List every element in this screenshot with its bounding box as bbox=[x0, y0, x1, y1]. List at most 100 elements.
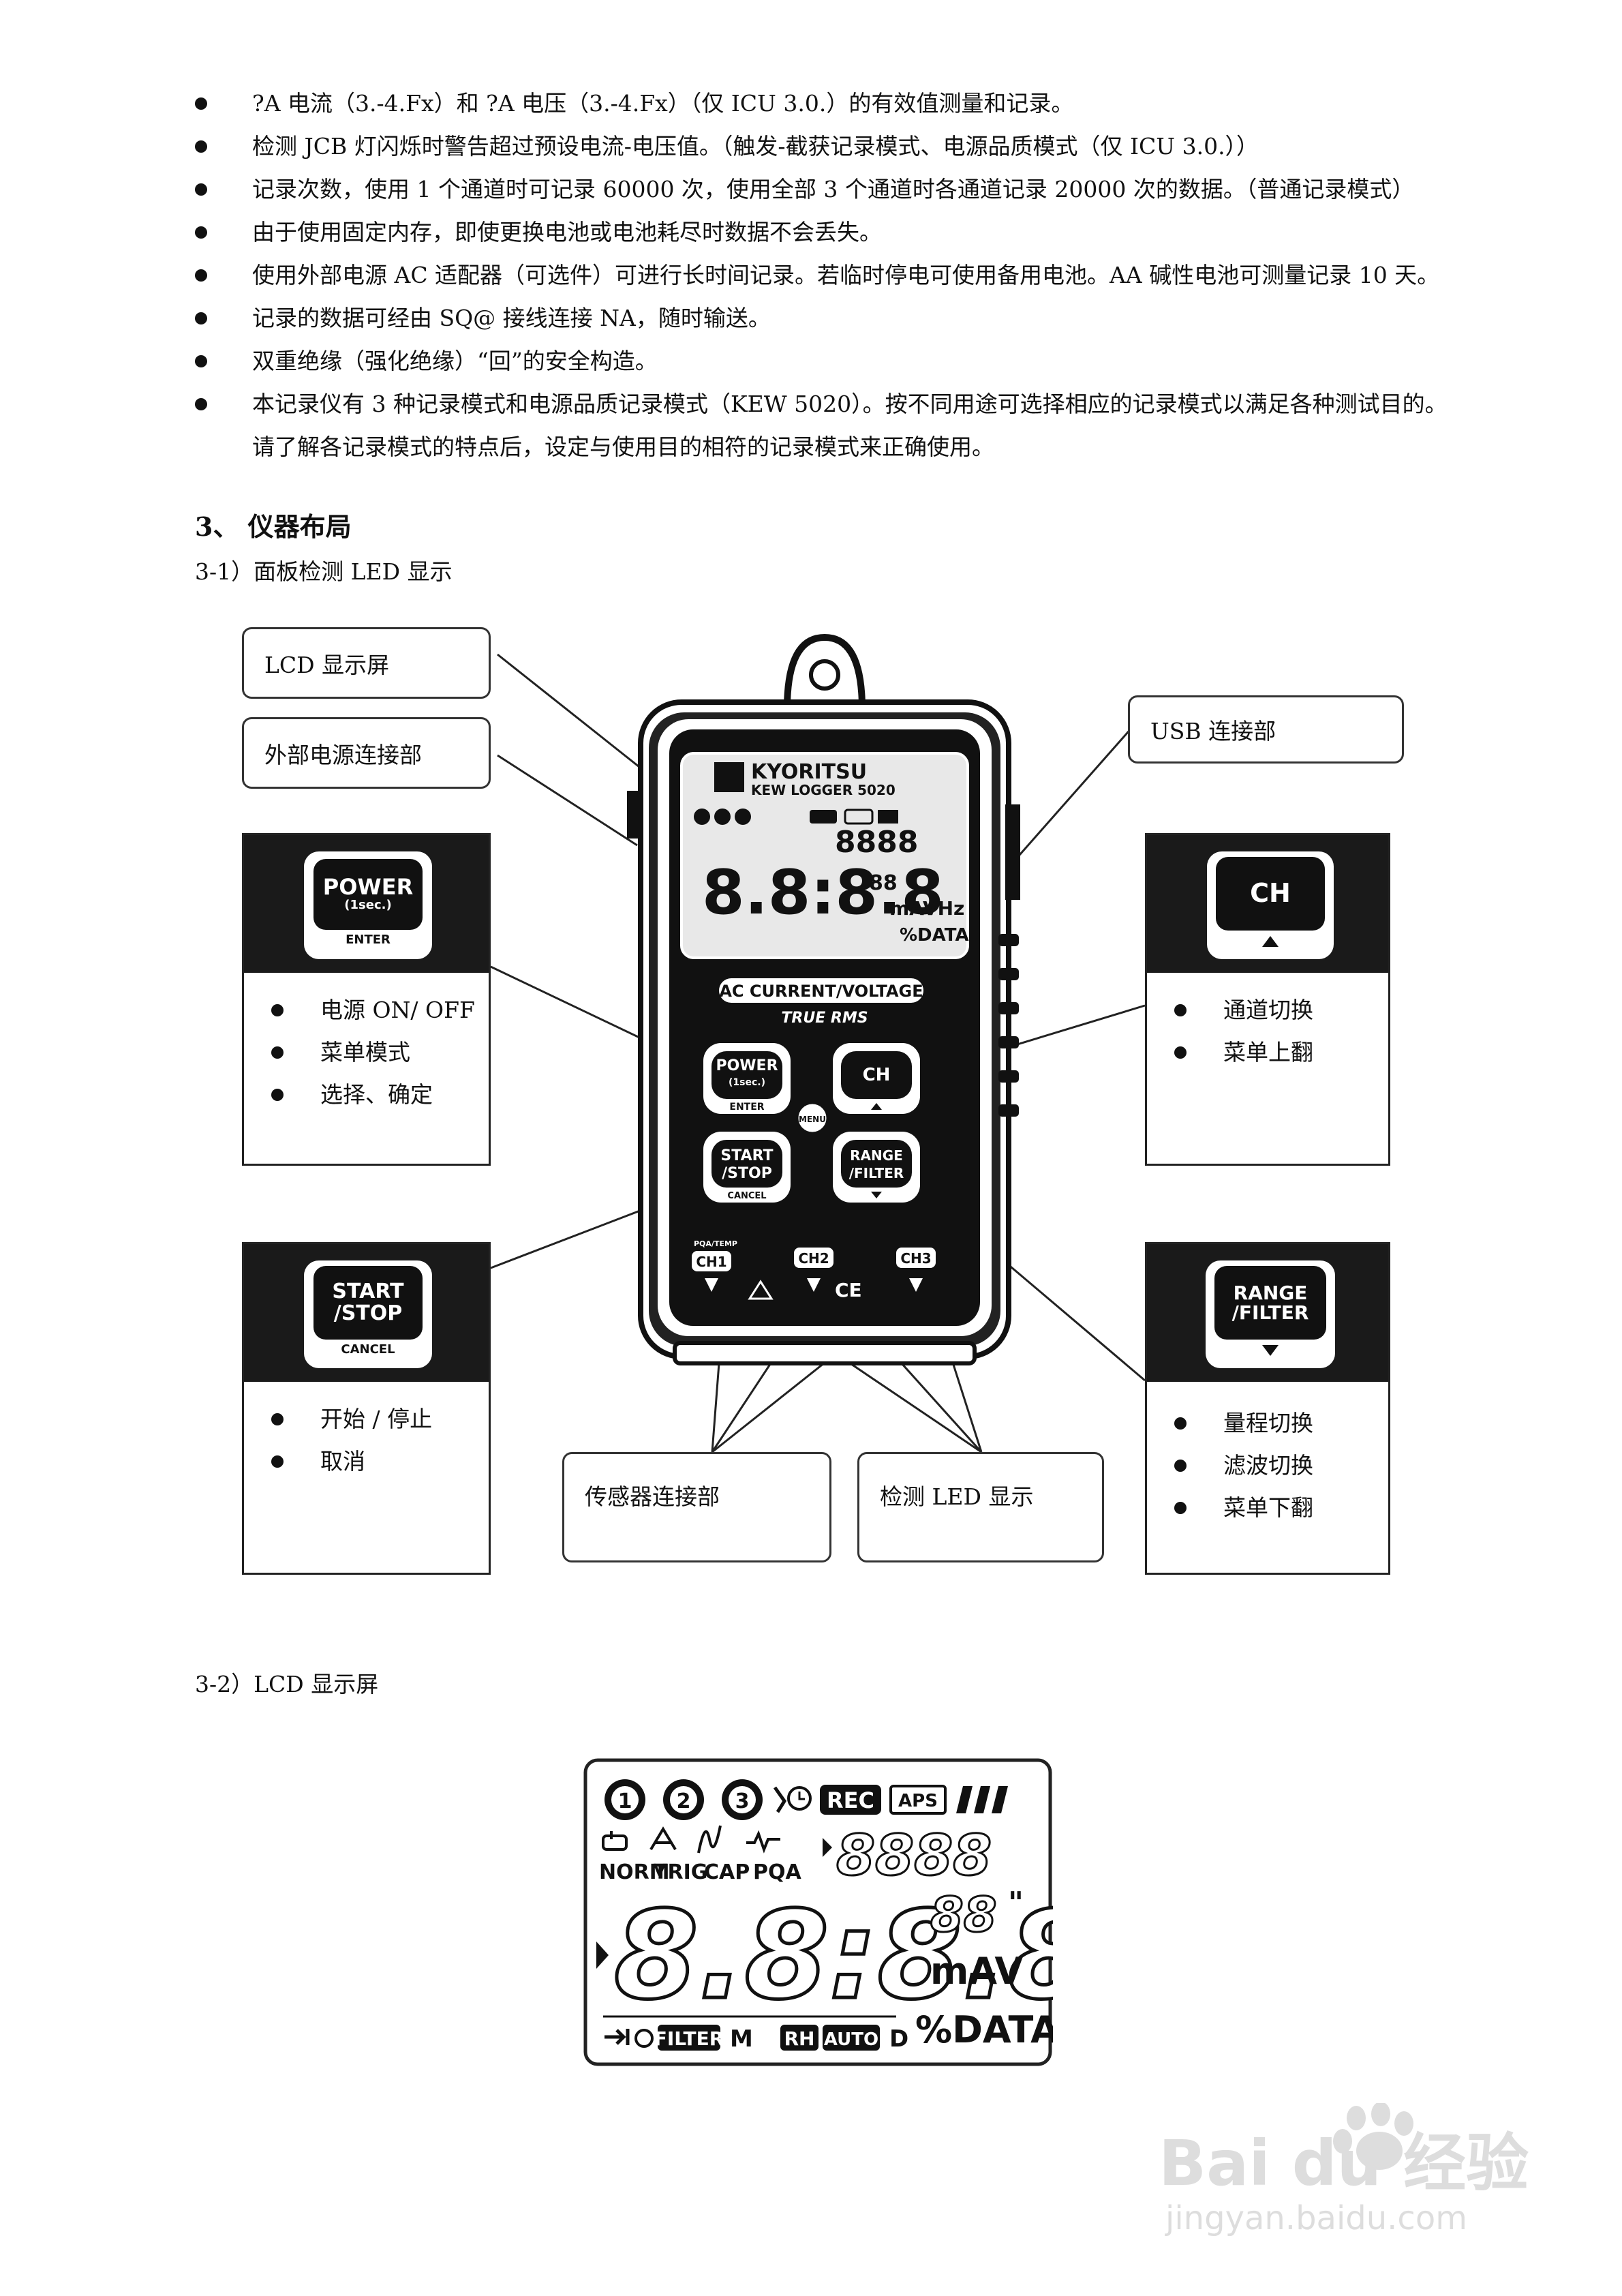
svg-text:AUTO: AUTO bbox=[824, 2029, 878, 2050]
start-functions: 开始 / 停止 取消 bbox=[244, 1382, 489, 1483]
list-item: 菜单上翻 bbox=[1147, 1031, 1388, 1074]
bullet-dot bbox=[195, 140, 207, 153]
bullet-dot bbox=[195, 226, 207, 239]
list-item: 电源 ON/ OFF bbox=[244, 989, 489, 1031]
list-item: 开始 / 停止 bbox=[244, 1398, 489, 1440]
bullet-dot bbox=[195, 312, 207, 324]
panel-power: POWER (1sec.) ENTER 电源 ON/ OFF 菜单模式 选择、确… bbox=[242, 833, 491, 1166]
subsection-heading-lcd: 3-2）LCD 显示屏 bbox=[195, 1671, 379, 1697]
device-body: KYORITSU KEW LOGGER 5020 8888 8.8:8.8 88… bbox=[627, 633, 1020, 1365]
bullet-dot bbox=[195, 398, 207, 410]
list-item: 记录的数据可经由 SQ@ 接线连接 NA，随时输送。 bbox=[184, 297, 1458, 339]
mode-pqa: PQA bbox=[753, 1860, 801, 1884]
callout-sensor: 传感器连接部 bbox=[562, 1452, 831, 1562]
device-lcd-big-digits: 8.8:8.8 bbox=[702, 857, 944, 928]
bullet-dot bbox=[195, 97, 207, 110]
cycle-icon bbox=[634, 2029, 654, 2048]
mode-norm: NORM bbox=[599, 1860, 670, 1884]
range-filter-button[interactable]: RANGE /FILTER bbox=[1206, 1260, 1335, 1368]
panel-ch: CH 通道切换 菜单上翻 bbox=[1145, 833, 1390, 1166]
channel-icons: 1 2 3 bbox=[605, 1779, 763, 1820]
device-ch3: CH3 bbox=[900, 1250, 931, 1267]
lcd-big-digits: 8.8:8.8 bbox=[614, 1885, 1053, 2026]
device-ch2: CH2 bbox=[798, 1250, 829, 1267]
device-lcd-pct: %DATA bbox=[900, 925, 969, 946]
lcd-display: 1 2 3 REC APS NORM TRIG CAP PQA 8888 8.8… bbox=[583, 1758, 1094, 2066]
lcd-ch3: 3 bbox=[735, 1789, 750, 1813]
list-item: 双重绝缘（强化绝缘）“回”的安全构造。 bbox=[184, 339, 1458, 382]
down-arrow-icon bbox=[1262, 1345, 1279, 1356]
lcd-diagram: 1 2 3 REC APS NORM TRIG CAP PQA 8888 8.8… bbox=[583, 1757, 1094, 2068]
bullet-dot bbox=[195, 183, 207, 196]
battery-icon bbox=[956, 1786, 1008, 1813]
ch-functions: 通道切换 菜单上翻 bbox=[1147, 973, 1388, 1074]
list-item: 检测 JCB 灯闪烁时警告超过预设电流-电压值。（触发-截获记录模式、电源品质模… bbox=[184, 125, 1458, 168]
device-rms-label: TRUE RMS bbox=[781, 1010, 868, 1027]
device-lcd-small-digits: 8888 bbox=[835, 825, 918, 860]
lcd-sup-digits: 88 bbox=[930, 1887, 996, 1943]
svg-text:CH: CH bbox=[863, 1065, 891, 1085]
power-functions: 电源 ON/ OFF 菜单模式 选择、确定 bbox=[244, 973, 489, 1116]
clock-icon bbox=[787, 1786, 812, 1811]
aps-indicator bbox=[889, 1785, 947, 1815]
baidu-watermark: Bai du 经验 jingyan.baidu.com bbox=[1152, 2102, 1533, 2239]
logger-device: KYORITSU KEW LOGGER 5020 8888 8.8:8.8 88… bbox=[627, 633, 1022, 1384]
svg-text:FILTER: FILTER bbox=[654, 2027, 724, 2050]
list-item: 本记录仪有 3 种记录模式和电源品质记录模式（KEW 5020）。按不同用途可选… bbox=[184, 382, 1458, 468]
callout-led: 检测 LED 显示 bbox=[857, 1452, 1104, 1562]
auto-indicator bbox=[823, 2025, 880, 2051]
device-lcd-sup: 88 bbox=[869, 871, 898, 895]
watermark-logo-text: Bai du 经验 bbox=[1159, 2127, 1529, 2200]
ce-mark: CE bbox=[835, 1279, 862, 1301]
device-mode-label: AC CURRENT/VOLTAGE bbox=[719, 982, 923, 1001]
list-item: 通道切换 bbox=[1147, 989, 1388, 1031]
list-item: 选择、确定 bbox=[244, 1074, 489, 1116]
svg-text:(1sec.): (1sec.) bbox=[729, 1077, 765, 1088]
bullet-dot bbox=[195, 269, 207, 282]
panel-start: START /STOP CANCEL 开始 / 停止 取消 bbox=[242, 1242, 491, 1575]
pointer-icon bbox=[823, 1838, 832, 1857]
svg-text:POWER: POWER bbox=[716, 1057, 778, 1074]
baidu-logo: Bai du 经验 jingyan.baidu.com bbox=[1159, 2102, 1529, 2237]
device-lcd-unit: mAVHz bbox=[889, 897, 964, 920]
svg-text:PQA/TEMP: PQA/TEMP bbox=[694, 1239, 737, 1248]
lcd-pct-data: %DATA bbox=[915, 2008, 1053, 2051]
list-item: 量程切换 bbox=[1147, 1402, 1388, 1445]
section-heading: 3、 仪器布局 bbox=[195, 511, 352, 542]
svg-text:REC: REC bbox=[827, 1787, 874, 1813]
feature-list: ?A 电流（3.-4.Fx）和 ?A 电压（3.-4.Fx）（仅 ICU 3.0… bbox=[184, 82, 1458, 468]
rh-indicator bbox=[780, 2025, 818, 2051]
signal-icon bbox=[773, 1786, 786, 1813]
svg-text:APS: APS bbox=[898, 1791, 938, 1811]
device-ch1: CH1 bbox=[696, 1254, 726, 1270]
pointer-icon bbox=[596, 1942, 609, 1969]
mode-cap: CAP bbox=[704, 1860, 750, 1884]
lcd-d: D bbox=[889, 2025, 908, 2053]
panel-range: RANGE /FILTER 量程切换 滤波切换 菜单下翻 bbox=[1145, 1242, 1390, 1575]
lcd-small-digits: 8888 bbox=[836, 1824, 992, 1888]
list-item: 滤波切换 bbox=[1147, 1445, 1388, 1487]
device-brand: KYORITSU bbox=[751, 760, 867, 784]
up-arrow-icon bbox=[1262, 936, 1279, 947]
list-item: 菜单下翻 bbox=[1147, 1487, 1388, 1529]
ch-button[interactable]: CH bbox=[1207, 851, 1334, 959]
list-item: ?A 电流（3.-4.Fx）和 ?A 电压（3.-4.Fx）（仅 ICU 3.0… bbox=[184, 82, 1458, 125]
lcd-m: M bbox=[730, 2025, 753, 2053]
range-functions: 量程切换 滤波切换 菜单下翻 bbox=[1147, 1382, 1388, 1529]
lcd-ch2: 2 bbox=[677, 1789, 691, 1813]
callout-ext-power: 外部电源连接部 bbox=[242, 717, 491, 789]
filter-indicator bbox=[658, 2025, 720, 2051]
start-stop-button[interactable]: START /STOP CANCEL bbox=[304, 1260, 432, 1368]
svg-text:ENTER: ENTER bbox=[729, 1102, 764, 1113]
callout-usb: USB 连接部 bbox=[1128, 695, 1404, 764]
list-item: 记录次数，使用 1 个通道时可记录 60000 次，使用全部 3 个通道时各通道… bbox=[184, 168, 1458, 211]
bullet-dot bbox=[195, 355, 207, 367]
callout-lcd: LCD 显示屏 bbox=[242, 627, 491, 699]
svg-text:/STOP: /STOP bbox=[722, 1165, 772, 1182]
mode-trig: TRIG bbox=[654, 1860, 707, 1884]
power-button[interactable]: POWER (1sec.) ENTER bbox=[304, 851, 432, 959]
rec-indicator bbox=[820, 1785, 881, 1815]
svg-text:START: START bbox=[720, 1147, 773, 1164]
device-model: KEW LOGGER 5020 bbox=[751, 782, 896, 798]
list-item: 使用外部电源 AC 适配器（可选件）可进行长时间记录。若临时停电可使用备用电池。… bbox=[184, 254, 1458, 297]
